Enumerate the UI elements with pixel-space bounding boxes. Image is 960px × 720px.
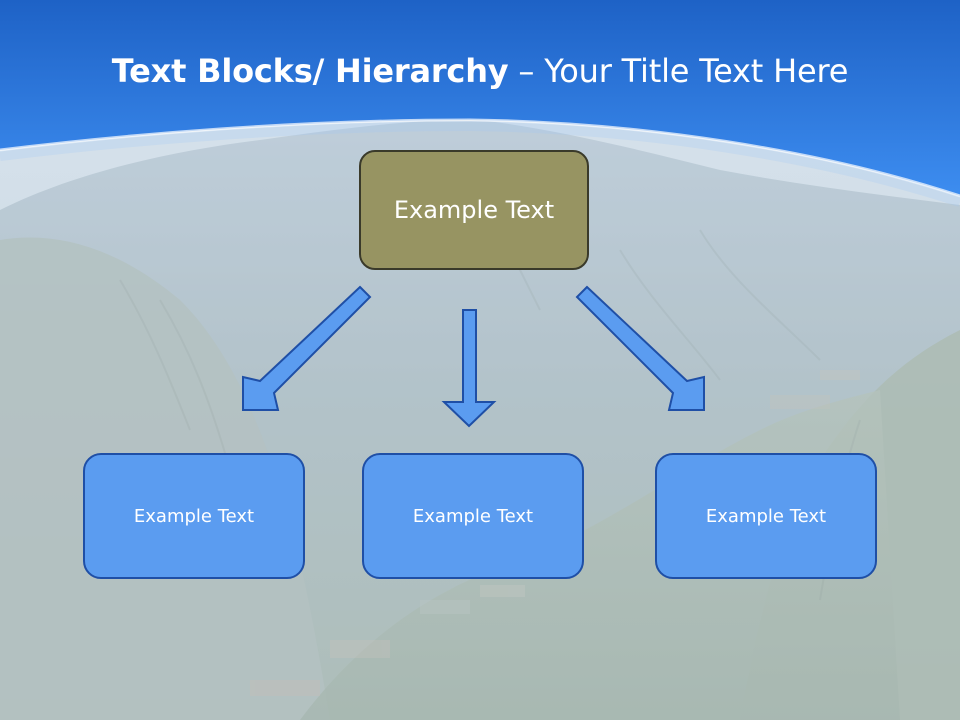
child-text-block-label: Example Text (705, 505, 827, 527)
child-text-block-center[interactable]: Example Text (362, 453, 584, 579)
child-text-block-right[interactable]: Example Text (655, 453, 877, 579)
arrow-down-right-icon (575, 285, 705, 411)
top-text-block[interactable]: Example Text (359, 150, 589, 270)
title-rest: Your Title Text Here (544, 52, 849, 90)
title-bold: Text Blocks/ Hierarchy (111, 52, 509, 90)
child-text-block-label: Example Text (412, 505, 534, 527)
child-text-block-label: Example Text (133, 505, 255, 527)
arrow-down-icon (441, 309, 497, 428)
page-title: Text Blocks/ Hierarchy – Your Title Text… (0, 52, 960, 90)
arrow-down-left-icon (242, 285, 372, 411)
top-text-block-label: Example Text (393, 196, 555, 224)
child-text-block-left[interactable]: Example Text (83, 453, 305, 579)
title-dash: – (508, 52, 545, 90)
